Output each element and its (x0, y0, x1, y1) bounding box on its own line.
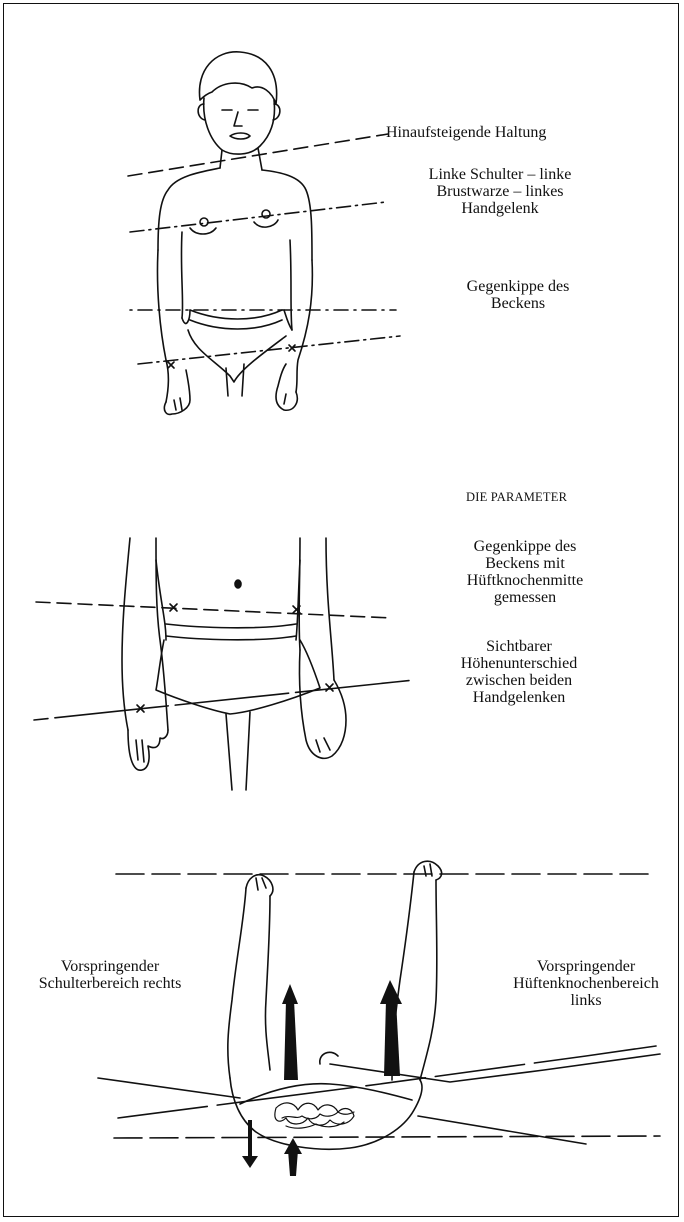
label-pelvis-counter-tilt: Gegenkippe des Beckens (448, 278, 588, 312)
label-line: Gegenkippe des (448, 278, 588, 295)
label-ascending-posture: Hinaufsteigende Haltung (386, 124, 546, 141)
label-line: Schulterbereich rechts (10, 975, 210, 992)
label-shoulder-nipple-wrist: Linke Schulter – linke Brustwarze – link… (398, 166, 602, 217)
label-pelvis-hip-center: Gegenkippe des Beckens mit Hüftknochenmi… (442, 538, 608, 606)
top-figure (128, 52, 400, 415)
label-wrist-height-difference: Sichtbarer Höhenunterschied zwischen bei… (434, 638, 604, 706)
middle-figure (34, 538, 414, 790)
label-line: links (490, 992, 682, 1009)
label-line: gemessen (442, 589, 608, 606)
label-line: Brustwarze – linkes (398, 183, 602, 200)
label-line: Sichtbarer (434, 638, 604, 655)
label-line: Beckens mit (442, 555, 608, 572)
label-line: zwischen beiden (434, 672, 604, 689)
label-shoulder-right: Vorspringender Schulterbereich rechts (10, 958, 210, 992)
label-line: Vorspringender (10, 958, 210, 975)
label-line: Hüftenknochenbereich (490, 975, 682, 992)
label-line: Handgelenk (398, 200, 602, 217)
bottom-figure (98, 861, 660, 1176)
label-hip-left: Vorspringender Hüftenknochenbereich link… (490, 958, 682, 1009)
label-line: Hüftknochenmitte (442, 572, 608, 589)
section-heading-parameters: DIE PARAMETER (466, 489, 567, 506)
label-line: Vorspringender (490, 958, 682, 975)
label-line: Linke Schulter – linke (398, 166, 602, 183)
label-line: Gegenkippe des (442, 538, 608, 555)
label-line: Beckens (448, 295, 588, 312)
label-line: Handgelenken (434, 689, 604, 706)
label-line: Höhenunterschied (434, 655, 604, 672)
